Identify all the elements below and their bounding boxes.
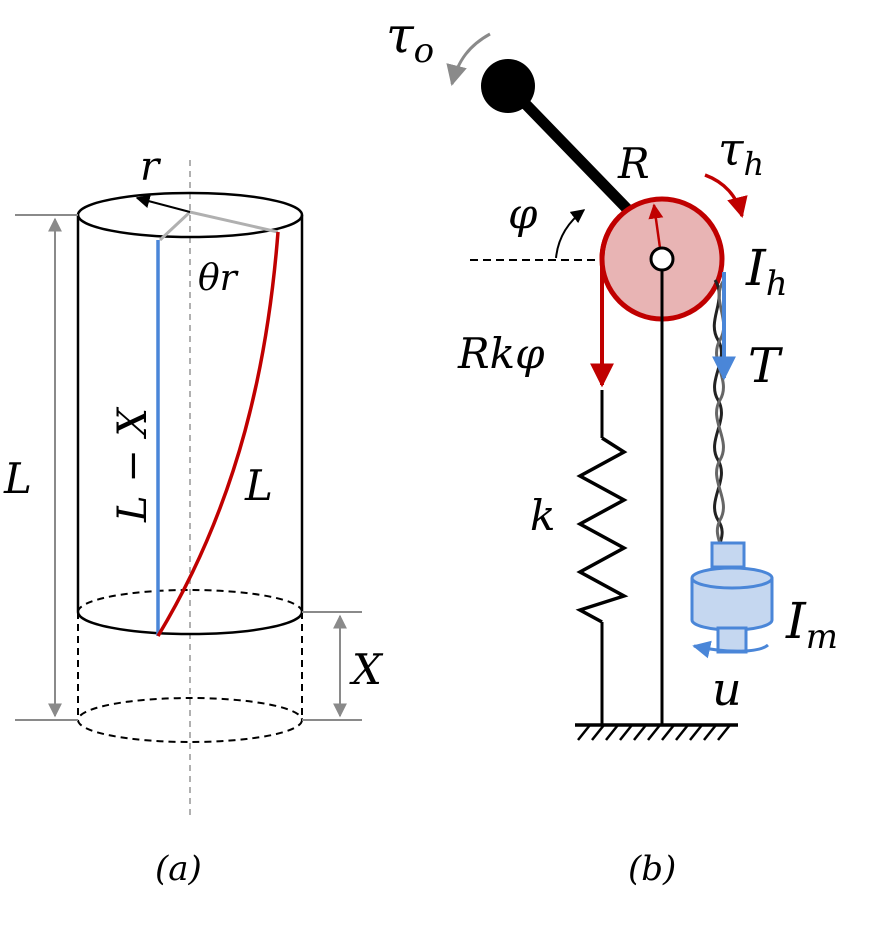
label-r-pulley: R — [617, 139, 650, 188]
motor-mass — [690, 541, 774, 654]
pulley-radius-arrow — [648, 203, 664, 249]
label-r: r — [140, 144, 162, 190]
panel-a: r θr L − X L L X (a) — [3, 144, 384, 889]
label-theta-r: θr — [198, 258, 239, 299]
label-l-height: L — [3, 454, 32, 503]
label-u: u — [712, 662, 742, 716]
pulley-axle — [649, 246, 675, 272]
pendulum-rod — [506, 84, 640, 222]
tau-o-arrow — [446, 32, 491, 87]
label-t: T — [748, 338, 783, 394]
label-l-curve: L — [244, 461, 273, 510]
label-i-m: Im — [785, 592, 838, 657]
phi-arc — [555, 209, 586, 259]
caption-b: (b) — [628, 849, 676, 889]
red-twisted-fiber — [156, 231, 280, 637]
middle-ellipse-front — [76, 611, 304, 636]
caption-a: (a) — [155, 849, 202, 889]
label-phi: φ — [508, 189, 538, 238]
radius-arrow — [135, 194, 191, 213]
spring — [575, 436, 629, 624]
input-rotation-arrow — [692, 640, 769, 659]
left-cable-wrap — [599, 214, 622, 260]
label-tau-h: τh — [718, 122, 764, 183]
label-i-h: Ih — [745, 239, 788, 304]
label-l-minus-x: L − X — [110, 406, 156, 523]
label-k: k — [530, 491, 555, 540]
middle-ellipse-back — [77, 589, 303, 613]
panel-b: τo R τh φ Ih Rkφ T k Im u (b) — [386, 6, 838, 889]
pendulum-bob — [481, 59, 535, 113]
label-x: X — [349, 645, 384, 694]
label-rkphi: Rkφ — [457, 329, 545, 378]
tau-h-arrow — [704, 173, 748, 219]
ground-hatch — [577, 724, 731, 741]
label-tau-o: τo — [386, 6, 434, 71]
